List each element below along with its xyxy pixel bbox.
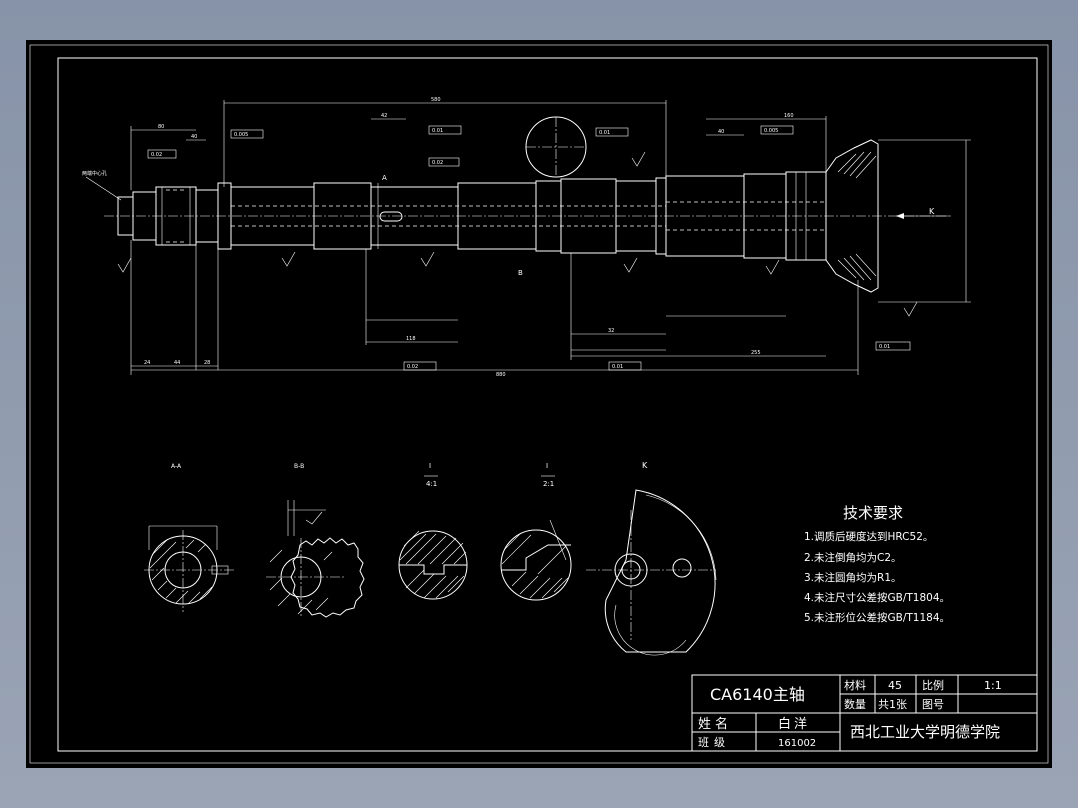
material-value: 45 <box>888 679 902 692</box>
inner-border <box>57 57 1038 752</box>
part-name: CA6140主轴 <box>710 685 805 704</box>
dim-text: 80 <box>158 124 164 130</box>
material-label: 材料 <box>844 678 866 692</box>
drawing-canvas[interactable]: 两端中心孔 K A B 580 80 160 40 42 <box>26 40 1052 768</box>
dim-text: 40 <box>718 129 724 135</box>
section-mark-b: B <box>518 269 523 277</box>
tech-requirement-item: 5.未注形位公差按GB/T1184。 <box>804 611 950 624</box>
drawing-sheet[interactable]: 两端中心孔 K A B 580 80 160 40 42 <box>26 40 1052 768</box>
view-label: K <box>642 461 648 470</box>
svg-text:0.02: 0.02 <box>432 160 443 166</box>
svg-text:0.02: 0.02 <box>151 152 162 158</box>
class-label: 班级 <box>698 736 730 749</box>
dim-text: 42 <box>381 113 387 119</box>
tech-requirements-heading: 技术要求 <box>843 504 903 522</box>
roughness-symbol <box>117 151 918 317</box>
svg-text:0.01: 0.01 <box>599 130 610 136</box>
svg-text:0.02: 0.02 <box>407 364 418 370</box>
section-label: B-B <box>294 463 304 470</box>
main-shaft-view: 两端中心孔 K A B 580 80 160 40 42 <box>82 97 971 378</box>
dim-text: 28 <box>204 360 210 366</box>
svg-text:0.005: 0.005 <box>234 132 248 138</box>
dim-text: 255 <box>751 350 761 356</box>
arrow-icon <box>896 213 904 219</box>
section-b-b: B-B <box>266 463 365 618</box>
detail-scale: 4:1 <box>426 480 437 488</box>
scale-label: 比例 <box>922 678 944 692</box>
view-k: K <box>586 461 717 656</box>
dim-text: 880 <box>496 372 506 378</box>
tech-requirements: 技术要求 1.调质后硬度达到HRC52。 2.未注倒角均为C2。 3.未注圆角均… <box>804 504 950 624</box>
hatch <box>399 530 467 599</box>
scale-value: 1:1 <box>984 679 1002 692</box>
section-label: A-A <box>171 463 182 470</box>
svg-text:0.005: 0.005 <box>764 128 778 134</box>
drawing-no-label: 图号 <box>922 698 944 711</box>
flange-hatch <box>837 151 877 281</box>
tolerance-frame: 0.005 0.01 0.02 0.01 0.005 0.02 0.01 0.0… <box>147 125 911 371</box>
svg-text:0.01: 0.01 <box>612 364 623 370</box>
view-k-arrow-label: K <box>929 207 935 216</box>
detail-i-2-1: I 2:1 <box>500 462 572 601</box>
dim-text: 40 <box>191 134 197 140</box>
section-a-a: A-A <box>144 463 236 612</box>
quantity-label: 数量 <box>844 698 866 711</box>
dim-text: 118 <box>406 336 416 342</box>
quantity-value: 共1张 <box>878 698 907 711</box>
detail-i-4-1: I 4:1 <box>398 462 468 600</box>
svg-text:0.01: 0.01 <box>432 128 443 134</box>
hatch <box>501 532 569 599</box>
center-hole-note: 两端中心孔 <box>82 170 107 177</box>
school-name: 西北工业大学明德学院 <box>850 723 1000 741</box>
tech-requirement-item: 4.未注尺寸公差按GB/T1804。 <box>804 591 950 604</box>
title-block: CA6140主轴 材料 45 比例 1:1 数量 共1张 图号 姓名 白洋 班级… <box>691 674 1038 752</box>
tech-requirement-item: 2.未注倒角均为C2。 <box>804 551 902 564</box>
hatch <box>269 549 333 615</box>
class-value: 161002 <box>778 738 816 749</box>
name-value: 白洋 <box>778 716 810 732</box>
name-label: 姓名 <box>698 716 732 732</box>
dim-text: 24 <box>144 360 150 366</box>
section-mark-a: A <box>382 174 387 182</box>
detail-label: I <box>429 462 431 470</box>
keyway-slot <box>379 211 403 222</box>
tech-requirement-item: 3.未注圆角均为R1。 <box>804 571 902 584</box>
dim-text: 32 <box>608 328 614 334</box>
outer-border <box>29 44 1049 764</box>
svg-text:0.01: 0.01 <box>879 344 890 350</box>
dim-text: 160 <box>784 113 794 119</box>
dim-text: 580 <box>431 97 441 103</box>
tech-requirement-item: 1.调质后硬度达到HRC52。 <box>804 530 933 543</box>
dim-text: 44 <box>174 360 180 366</box>
detail-scale: 2:1 <box>543 480 554 488</box>
detail-label: I <box>546 462 548 470</box>
